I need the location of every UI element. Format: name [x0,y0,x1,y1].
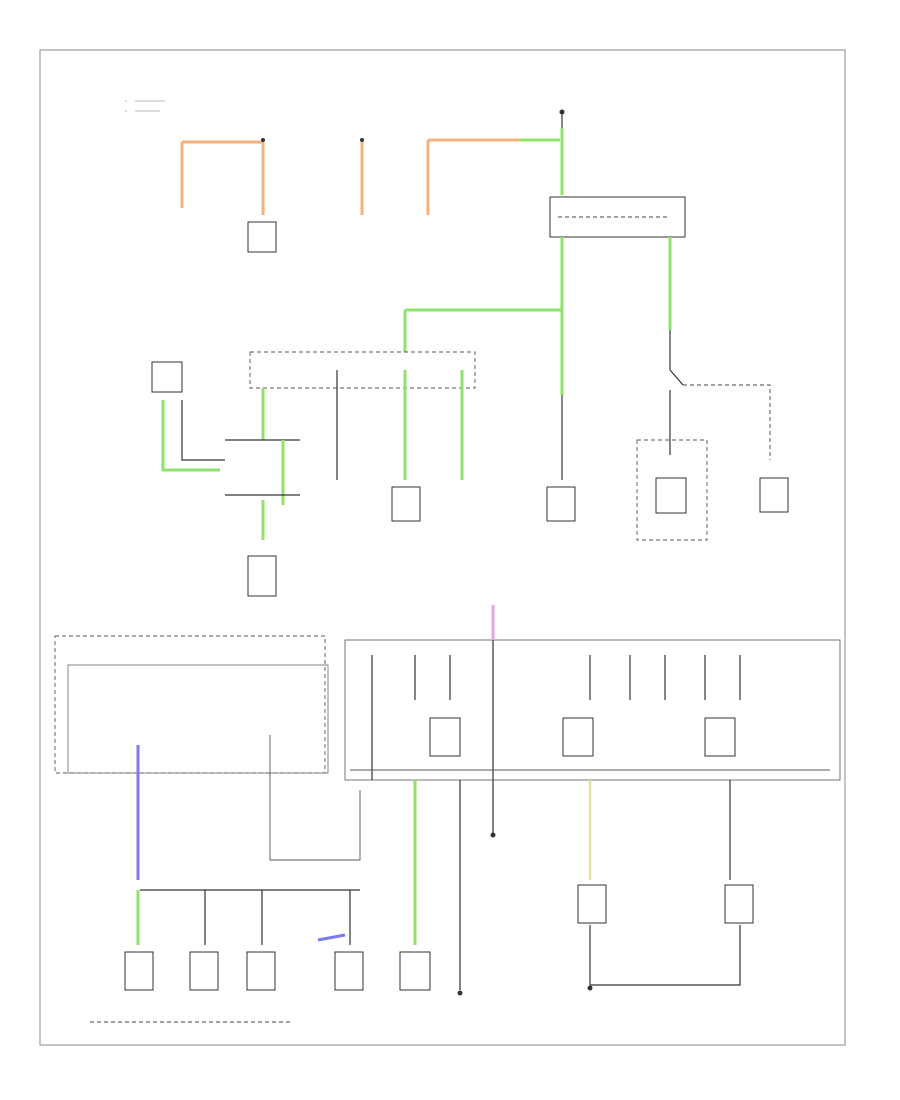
top-left-orange-circuits [180,138,364,253]
component-box [247,221,277,253]
green-distribution [403,308,576,522]
top-center-wires [426,109,565,215]
switch-circuit [636,330,789,541]
legend [125,100,165,112]
lower-right-outputs [399,780,754,996]
fuse-box-middle [249,351,476,522]
diagram-frame [39,49,846,1046]
lower-right-module [344,605,841,781]
junction-block [549,196,686,330]
left-relay-block [151,361,300,597]
lower-left-module [54,635,364,991]
